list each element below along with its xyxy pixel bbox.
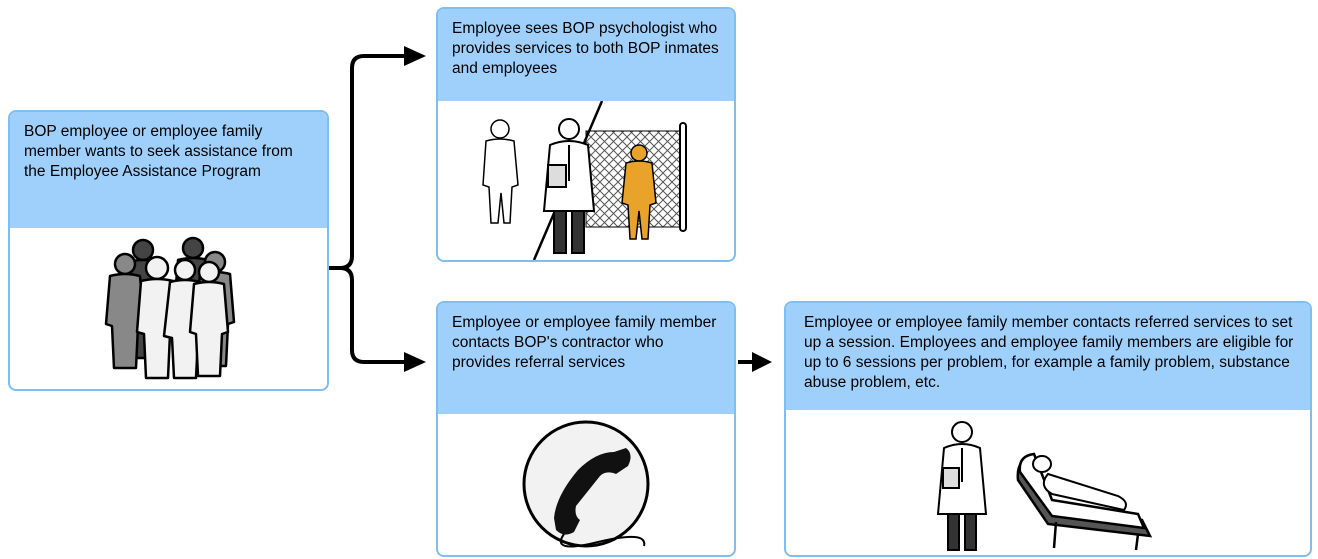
arrowhead-session <box>752 352 772 372</box>
step-psychologist-box: Employee sees BOP psychologist who provi… <box>436 7 736 262</box>
telephone-icon <box>438 414 734 555</box>
step-session-box: Employee or employee family member conta… <box>784 301 1312 557</box>
arrowhead-top <box>404 46 426 66</box>
group-of-people-icon <box>10 228 327 389</box>
psychologist-with-inmate-icon <box>438 101 734 260</box>
doctor-and-patient-icon <box>786 410 1310 555</box>
step-session-text: Employee or employee family member conta… <box>786 303 1310 410</box>
arrowhead-bottom <box>404 352 426 372</box>
step-contractor-text: Employee or employee family member conta… <box>438 303 734 414</box>
step-start-box: BOP employee or employee family member w… <box>8 110 329 391</box>
step-psychologist-text: Employee sees BOP psychologist who provi… <box>438 9 734 101</box>
step-start-text: BOP employee or employee family member w… <box>10 112 327 228</box>
branch-bracket <box>328 54 404 364</box>
step-contractor-box: Employee or employee family member conta… <box>436 301 736 557</box>
